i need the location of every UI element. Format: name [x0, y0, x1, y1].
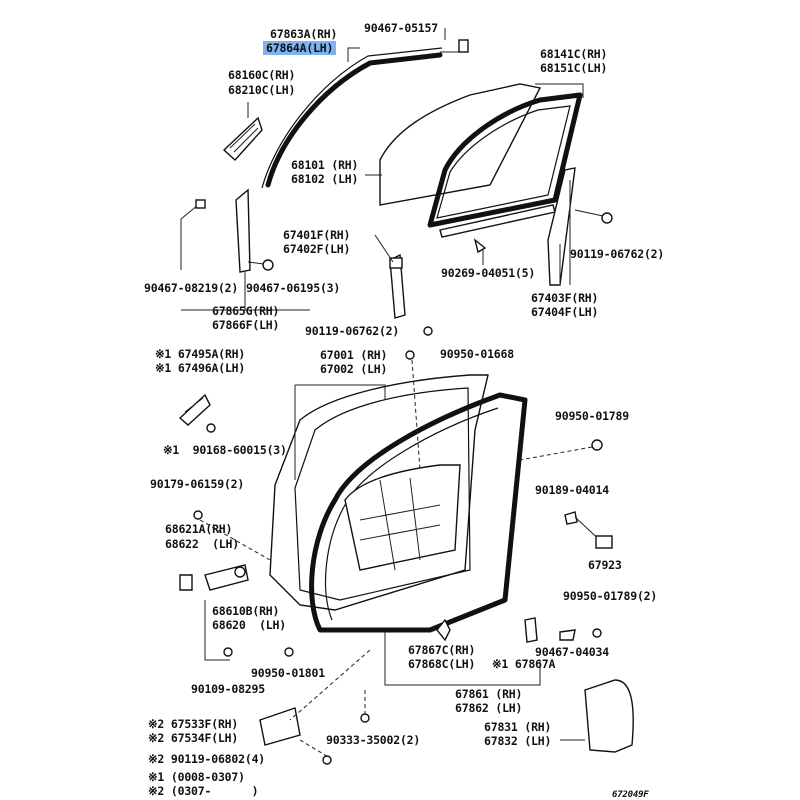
label-67868c[interactable]: 67868C(LH) [408, 657, 476, 671]
mirror-base [222, 116, 263, 161]
label-67401f[interactable]: 67401F(RH) [283, 228, 351, 242]
label-67861[interactable]: 67861 (RH) [455, 687, 523, 701]
label-68101[interactable]: 68101 (RH) [291, 158, 359, 172]
label-90950-01789-a[interactable]: 90950-01789 [555, 409, 629, 423]
label-67866f[interactable]: 67866F(LH) [212, 318, 280, 332]
label-68102[interactable]: 68102 (LH) [291, 172, 359, 186]
label-67001[interactable]: 67001 (RH) [320, 348, 388, 362]
label-68151c[interactable]: 68151C(LH) [540, 61, 608, 75]
bolt-90119-06762 [601, 212, 613, 224]
run-channel-outer [265, 52, 443, 188]
division-bar [235, 188, 251, 273]
label-90109-08295[interactable]: 90109-08295 [191, 682, 265, 696]
label-90950-01801[interactable]: 90950-01801 [251, 666, 325, 680]
plug-90950-01789 [591, 439, 603, 451]
hinge-68621a [179, 574, 193, 591]
label-67863a[interactable]: 67863A(RH) [270, 27, 338, 41]
diagram-id: 672049F [612, 790, 649, 800]
label-67534f[interactable]: ※2 67534F(LH) [148, 731, 239, 745]
label-90333-35002[interactable]: 90333-35002(2) [326, 733, 421, 747]
label-68622[interactable]: 68622 (LH) [165, 537, 239, 551]
label-90950-01668[interactable]: 90950-01668 [440, 347, 514, 361]
footnote-2: ※2 (0307- ) [148, 784, 259, 798]
label-90467-05157[interactable]: 90467-05157 [364, 21, 438, 35]
label-67495a[interactable]: ※1 67495A(RH) [155, 347, 246, 361]
label-90467-06195[interactable]: 90467-06195(3) [246, 281, 341, 295]
label-67533f[interactable]: ※2 67533F(RH) [148, 717, 239, 731]
label-67867a[interactable]: ※1 67867A [492, 657, 556, 671]
label-68210c[interactable]: 68210C(LH) [228, 83, 296, 97]
label-68141c[interactable]: 68141C(RH) [540, 47, 608, 61]
rear-channel [547, 167, 576, 286]
label-67831[interactable]: 67831 (RH) [484, 720, 552, 734]
plug-90950-01668 [405, 350, 415, 360]
label-90119-06762-a[interactable]: 90119-06762(2) [570, 247, 665, 261]
label-90467-04034[interactable]: 90467-04034 [535, 645, 609, 659]
label-67864a-highlighted[interactable]: 67864A(LH) [263, 41, 337, 55]
mirror-cover [178, 393, 211, 426]
label-90950-01789-b[interactable]: 90950-01789(2) [563, 589, 658, 603]
label-68620[interactable]: 68620 (LH) [212, 618, 286, 632]
service-hole-cover [584, 679, 634, 753]
door-glass [379, 83, 542, 206]
glass-run-frame [427, 92, 583, 228]
label-67923[interactable]: 67923 [588, 558, 622, 572]
label-90119-06802[interactable]: ※2 90119-06802(4) [148, 752, 266, 766]
label-68621a[interactable]: 68621A(RH) [165, 522, 233, 536]
check-67923 [595, 535, 613, 549]
label-67402f[interactable]: 67402F(LH) [283, 242, 351, 256]
label-68160c[interactable]: 68160C(RH) [228, 68, 296, 82]
label-90119-06762-b[interactable]: 90119-06762(2) [305, 324, 400, 338]
label-67867c[interactable]: 67867C(RH) [408, 643, 476, 657]
label-67832[interactable]: 67832 (LH) [484, 734, 552, 748]
front-channel [389, 253, 406, 319]
run-channel-inner [261, 47, 443, 189]
clip-90467-05157 [458, 39, 469, 53]
lock-striker-bracket [259, 707, 301, 746]
label-67865g[interactable]: 67865G(RH) [212, 304, 280, 318]
label-90269-04051[interactable]: 90269-04051(5) [441, 266, 536, 280]
label-90168-60015[interactable]: ※1 90168-60015(3) [163, 443, 287, 457]
label-90467-08219[interactable]: 90467-08219(2) [144, 281, 239, 295]
label-67403f[interactable]: 67403F(RH) [531, 291, 599, 305]
footnote-1: ※1 (0008-0307) [148, 770, 245, 784]
label-90179-06159[interactable]: 90179-06159(2) [150, 477, 245, 491]
label-67002[interactable]: 67002 (LH) [320, 362, 388, 376]
label-90189-04014[interactable]: 90189-04014 [535, 483, 609, 497]
weatherstrip-67861 [309, 392, 528, 633]
label-68610b[interactable]: 68610B(RH) [212, 604, 280, 618]
label-67862[interactable]: 67862 (LH) [455, 701, 523, 715]
label-67496a[interactable]: ※1 67496A(LH) [155, 361, 246, 375]
clip-67867c [436, 618, 451, 642]
label-67404f[interactable]: 67404F(LH) [531, 305, 599, 319]
